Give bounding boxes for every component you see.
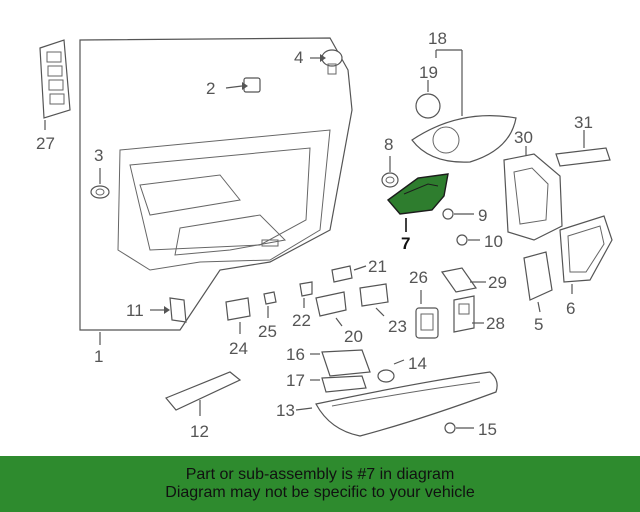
part-25-clip: 25 <box>258 291 277 341</box>
part-21-clip: 21 <box>331 257 387 283</box>
part-26-switch: 26 <box>409 268 439 339</box>
callout-17: 17 <box>286 371 305 390</box>
part-29-trim: 29 <box>440 267 507 293</box>
parts-diagram: 27 1 2 3 4 11 <box>36 29 613 441</box>
banner-line-1: Part or sub-assembly is #7 in diagram <box>185 466 455 483</box>
callout-24: 24 <box>229 339 248 358</box>
callout-25: 25 <box>258 322 277 341</box>
part-10-clip: 10 <box>456 232 503 251</box>
part-2-clip: 2 <box>206 77 261 98</box>
callout-30: 30 <box>514 128 533 147</box>
part-12-insulator: 12 <box>165 371 242 441</box>
part-31-trim-strip: 31 <box>555 113 611 167</box>
part-5-bracket: 5 <box>523 251 553 334</box>
part-17-trim: 17 <box>286 371 367 393</box>
part-6-carrier: 6 <box>559 215 613 318</box>
part-3-fastener: 3 <box>90 146 110 199</box>
callout-3: 3 <box>94 146 103 165</box>
part-4-bolt: 4 <box>294 48 343 75</box>
callout-1: 1 <box>94 347 103 366</box>
callout-13: 13 <box>276 401 295 420</box>
part-20-handle-bezel: 20 <box>315 291 363 346</box>
callout-4: 4 <box>294 48 303 67</box>
callout-8: 8 <box>384 135 393 154</box>
callout-19: 19 <box>419 63 438 82</box>
callout-21: 21 <box>368 257 387 276</box>
part-14-clip: 14 <box>377 354 427 383</box>
callout-18: 18 <box>428 29 447 48</box>
part-8-clip: 8 <box>381 135 399 188</box>
callout-16: 16 <box>286 345 305 364</box>
callout-28: 28 <box>486 314 505 333</box>
part-18-speaker-trim: 18 19 <box>411 29 517 163</box>
callout-15: 15 <box>478 420 497 439</box>
callout-12: 12 <box>190 422 209 441</box>
callout-14: 14 <box>408 354 427 373</box>
info-banner: Part or sub-assembly is #7 in diagram Di… <box>0 456 640 512</box>
part-7-highlighted: 7 <box>386 173 449 253</box>
part-16-trim: 16 <box>286 345 371 377</box>
callout-6: 6 <box>566 299 575 318</box>
part-1-door-panel: 1 <box>79 37 353 366</box>
callout-23: 23 <box>388 317 407 336</box>
part-23-bezel: 23 <box>359 283 407 336</box>
part-22-clip: 22 <box>292 281 313 330</box>
callout-26: 26 <box>409 268 428 287</box>
part-28-switch: 28 <box>453 295 505 333</box>
callout-2: 2 <box>206 79 215 98</box>
part-27-window-switch: 27 <box>36 39 71 153</box>
callout-5: 5 <box>534 315 543 334</box>
callout-9: 9 <box>478 206 487 225</box>
part-11-clip: 11 <box>126 297 187 323</box>
callout-20: 20 <box>344 327 363 346</box>
part-9-screw: 9 <box>442 206 487 225</box>
part-13-armrest: 13 <box>276 371 498 437</box>
callout-22: 22 <box>292 311 311 330</box>
part-30-armrest-frame: 30 <box>503 128 563 241</box>
callout-7: 7 <box>401 234 410 253</box>
part-15-screw: 15 <box>444 420 497 439</box>
banner-line-2: Diagram may not be specific to your vehi… <box>165 484 475 501</box>
callout-10: 10 <box>484 232 503 251</box>
callout-29: 29 <box>488 273 507 292</box>
callout-31: 31 <box>574 113 593 132</box>
callout-11: 11 <box>126 301 144 320</box>
callout-27: 27 <box>36 134 55 153</box>
part-24-bracket: 24 <box>225 297 251 358</box>
